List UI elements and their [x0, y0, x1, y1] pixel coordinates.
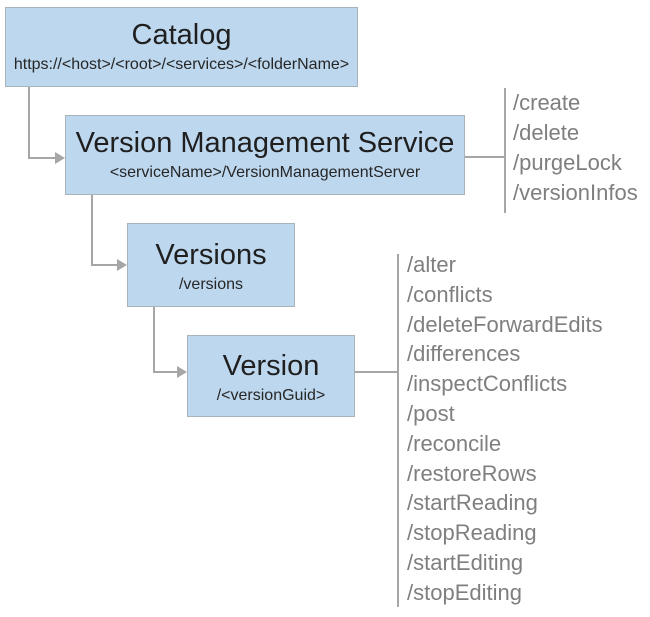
operation-item: /startReading: [407, 490, 538, 516]
operation-item: /delete: [513, 120, 580, 145]
node-title: Version Management Service: [75, 126, 455, 159]
operation-item: /purgeLock: [513, 150, 622, 175]
operation-item: /versionInfos: [513, 180, 638, 205]
node-path: https://<host>/<root>/<services>/<folder…: [13, 55, 350, 73]
operation-item: /deleteForwardEdits: [407, 311, 603, 337]
node-versions: Versions /versions: [127, 223, 295, 307]
connector-vms-to-versions-horizontal: [91, 264, 118, 266]
node-version-management-service: Version Management Service <serviceName>…: [65, 115, 465, 195]
operation-item: /post: [407, 400, 455, 426]
connector-versions-to-version-horizontal: [153, 371, 178, 373]
operation-item: /restoreRows: [407, 460, 537, 486]
node-path: <serviceName>/VersionManagementServer: [109, 163, 421, 181]
operation-item: /create: [513, 90, 581, 115]
connector-vms-to-versions-vertical: [91, 195, 93, 266]
operation-item: /alter: [407, 252, 456, 277]
operations-list-vms: /create /delete /purgeLock /versionInfos: [513, 88, 638, 208]
operation-item: /startEditing: [407, 549, 524, 575]
operation-item: /reconcile: [407, 430, 502, 456]
connector-vms-to-operations: [465, 156, 504, 158]
node-title: Versions: [155, 238, 267, 271]
node-path: /versions: [178, 275, 244, 293]
node-catalog: Catalog https://<host>/<root>/<services>…: [5, 7, 358, 87]
operations-list-version: /alter /conflicts /deleteForwardEdits /d…: [407, 250, 603, 608]
node-version: Version /<versionGuid>: [187, 335, 355, 417]
connector-catalog-to-vms-horizontal: [28, 157, 56, 159]
operation-item: /conflicts: [407, 281, 493, 307]
node-title: Version: [222, 349, 320, 382]
arrow-right-icon: [177, 366, 187, 378]
node-path: /<versionGuid>: [216, 386, 326, 404]
connector-versions-to-version-vertical: [153, 307, 155, 373]
connector-version-to-operations: [355, 371, 397, 373]
operations-list-rule: [504, 88, 506, 213]
node-title: Catalog: [131, 18, 232, 51]
operation-item: /stopEditing: [407, 579, 522, 605]
operation-item: /differences: [407, 341, 521, 367]
arrow-right-icon: [117, 259, 127, 271]
operations-list-rule: [397, 254, 399, 607]
operation-item: /stopReading: [407, 520, 537, 546]
arrow-right-icon: [55, 152, 65, 164]
connector-catalog-to-vms-vertical: [28, 87, 30, 159]
operation-item: /inspectConflicts: [407, 371, 568, 397]
